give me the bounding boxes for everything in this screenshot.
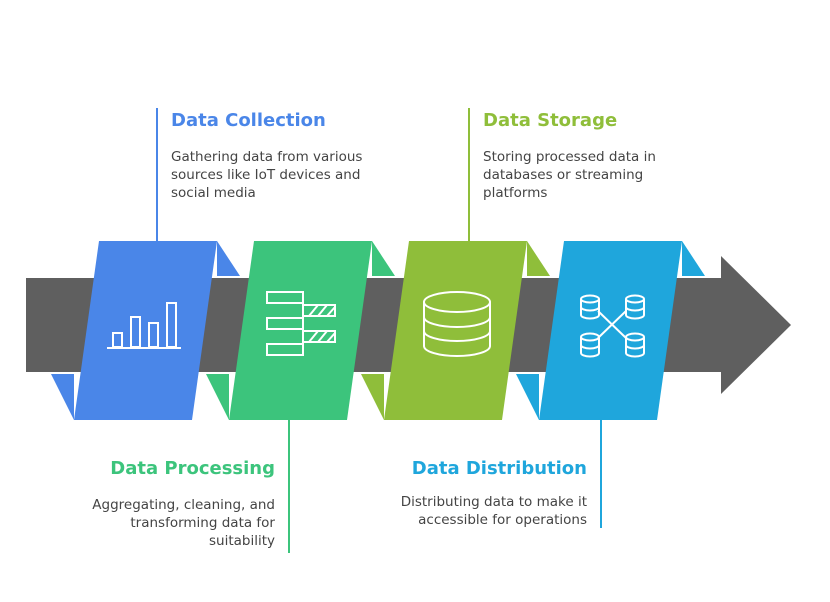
step-description-processing: Aggregating, cleaning, and transforming … xyxy=(92,497,275,549)
step-description-distribution: Distributing data to make it accessible … xyxy=(400,494,587,528)
fold-triangle-collection-bottom xyxy=(51,374,74,420)
fold-triangle-distribution-bottom xyxy=(516,374,539,420)
step-title-collection: Data Collection xyxy=(171,110,326,131)
distributed-databases-icon xyxy=(580,294,645,358)
step-card-processing xyxy=(229,241,372,420)
step-title-storage: Data Storage xyxy=(483,110,618,131)
filter-bars-icon xyxy=(266,291,336,356)
step-description-storage: Storing processed data in databases or s… xyxy=(483,149,656,201)
fold-triangle-processing-top xyxy=(372,241,395,276)
fold-triangle-storage-bottom xyxy=(361,374,384,420)
fold-triangle-collection-top xyxy=(217,241,240,276)
database-icon xyxy=(423,291,491,357)
step-description-collection: Gathering data from various sources like… xyxy=(171,149,363,201)
fold-triangle-storage-top xyxy=(527,241,550,276)
step-card-distribution xyxy=(539,241,682,420)
fold-triangle-distribution-top xyxy=(682,241,705,276)
step-card-storage xyxy=(384,241,527,420)
step-title-distribution: Data Distribution xyxy=(411,458,587,479)
fold-triangle-processing-bottom xyxy=(206,374,229,420)
bar-chart-icon xyxy=(107,302,181,349)
flow-arrow-head xyxy=(721,256,791,394)
step-card-collection xyxy=(74,241,217,420)
step-title-processing: Data Processing xyxy=(110,458,275,479)
